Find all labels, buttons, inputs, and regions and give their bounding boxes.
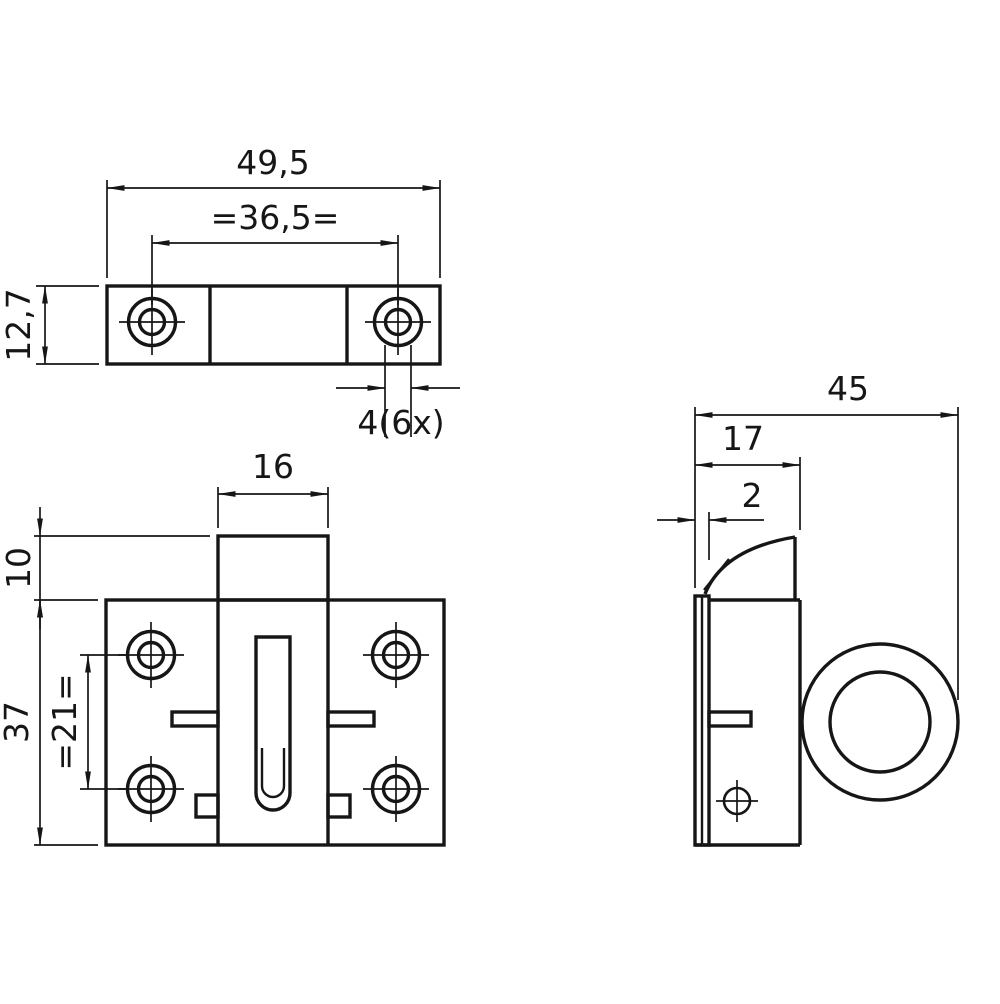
screw-hole: [361, 620, 431, 690]
screw-hole: [116, 754, 186, 824]
stop-block-left: [194, 793, 220, 819]
dim-body-height: 37: [0, 701, 36, 743]
spring-tab-side: [707, 710, 753, 728]
spring-tab-left: [170, 710, 220, 728]
side-view: 45 17 2: [657, 369, 960, 847]
screw-hole: [116, 620, 186, 690]
dim-plate-height: 12,7: [0, 288, 38, 361]
screw-hole-side: [714, 778, 760, 824]
dim-overall-depth: 45: [827, 369, 869, 408]
stop-block-right: [326, 793, 352, 819]
bolt-slot: [254, 635, 292, 812]
dim-screw-hole-diameter: 4(6x): [357, 403, 444, 442]
top-view: 49,5 =36,5= 12,7 4(6x): [0, 143, 460, 442]
dim-hole-spacing-vertical: =21=: [45, 673, 84, 770]
dim-plate-width: 49,5: [236, 143, 309, 182]
front-view: 16 10 37 =21=: [0, 447, 446, 847]
dim-bolt-width: 16: [252, 447, 294, 486]
bolt-tip: [260, 748, 286, 799]
dim-plate-thickness: 2: [742, 476, 763, 515]
screw-hole: [361, 754, 431, 824]
dim-body-depth: 17: [722, 419, 764, 458]
latch-body-outline: [104, 598, 446, 847]
pull-ring-outer: [800, 642, 960, 802]
bolt-head-curve: [703, 535, 796, 595]
mounting-plate-outline: [105, 284, 442, 366]
bolt-head-outline: [216, 534, 330, 602]
spring-tab-right: [326, 710, 376, 728]
dim-bolt-travel: 10: [0, 547, 38, 589]
pull-ring-inner: [828, 670, 932, 774]
bolt-head-bevel-line: [703, 558, 730, 591]
dim-hole-spacing-horizontal: =36,5=: [211, 198, 340, 237]
